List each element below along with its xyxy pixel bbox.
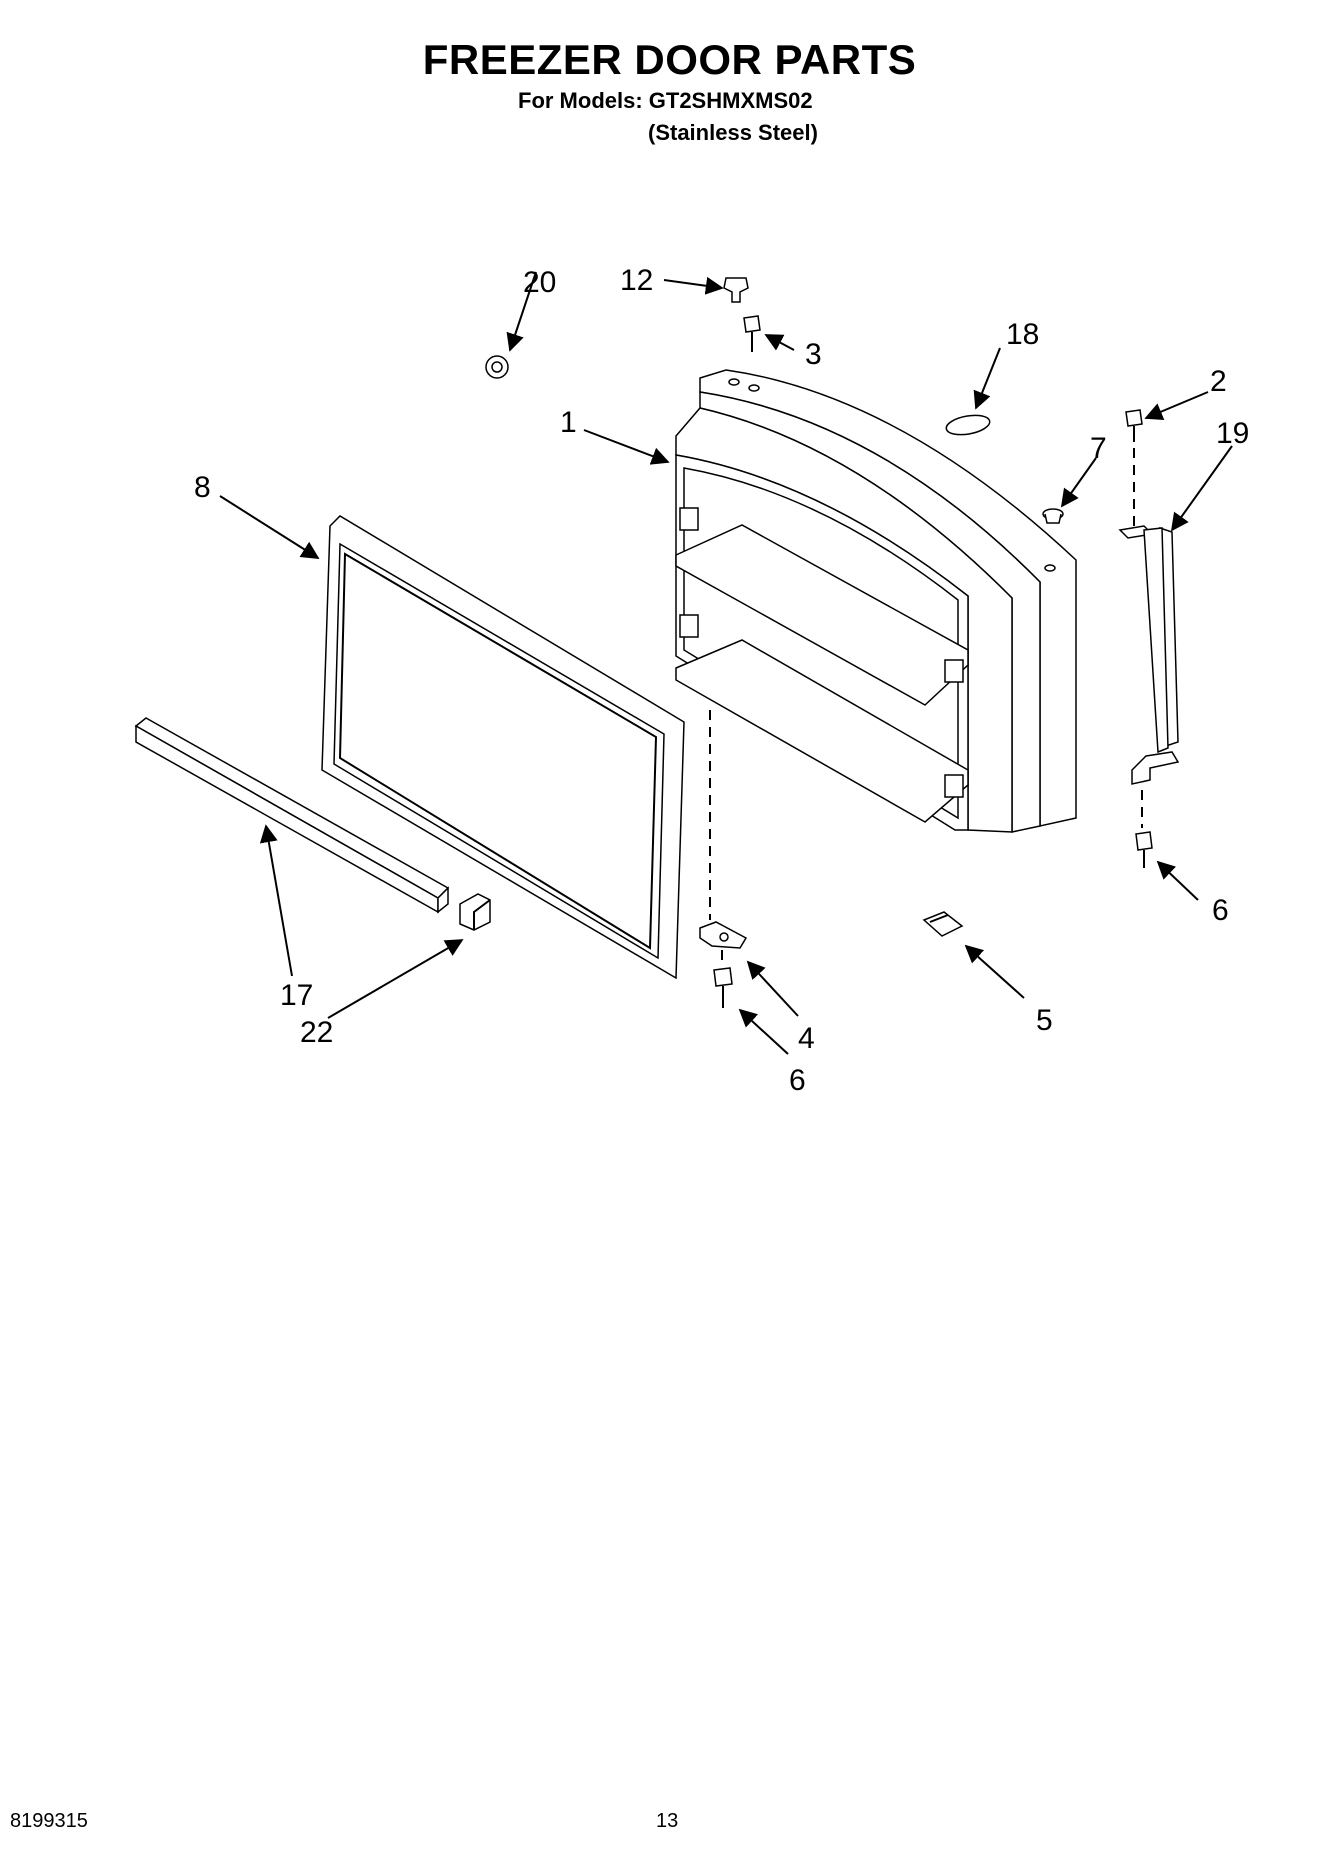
page-title: FREEZER DOOR PARTS xyxy=(422,36,917,83)
handle-button-part xyxy=(485,355,509,379)
callout-4: 4 xyxy=(798,1022,815,1055)
page-number: 13 xyxy=(656,1810,679,1832)
callout-20: 20 xyxy=(523,266,556,299)
handle-screw-bottom-part xyxy=(1135,831,1153,868)
callout-7: 7 xyxy=(1090,432,1107,465)
callout-12: 12 xyxy=(620,264,653,297)
hinge-cover-part xyxy=(922,911,964,937)
callout-17: 17 xyxy=(280,979,313,1012)
leader-lines xyxy=(219,271,1233,1055)
callout-2: 2 xyxy=(1210,365,1227,398)
callout-6-right: 6 xyxy=(1212,894,1229,927)
callout-19: 19 xyxy=(1216,417,1249,450)
callout-18: 18 xyxy=(1006,318,1039,351)
handle-screw-top-part xyxy=(1125,409,1143,442)
door-gasket-part xyxy=(321,515,685,980)
bottom-hinge-part xyxy=(699,921,748,949)
hinge-pin-part xyxy=(723,277,749,303)
door-liner-part xyxy=(675,369,1077,833)
callout-22: 22 xyxy=(300,1016,333,1049)
trim-strip-part xyxy=(134,717,450,914)
end-cap-part xyxy=(459,893,491,931)
hinge-screw-part xyxy=(743,315,761,352)
hinge-screw-bottom-part xyxy=(713,967,733,1008)
plug-button-part xyxy=(1042,508,1064,524)
models-line: For Models: GT2SHMXMS02 xyxy=(518,88,813,113)
variant-line: (Stainless Steel) xyxy=(648,120,818,145)
document-number: 8199315 xyxy=(10,1810,88,1832)
seal-ring-part xyxy=(945,414,991,436)
callout-6-bottom: 6 xyxy=(789,1064,806,1097)
callout-5: 5 xyxy=(1036,1004,1053,1037)
callout-1: 1 xyxy=(560,406,577,439)
callout-3: 3 xyxy=(805,338,822,371)
callout-8: 8 xyxy=(194,471,211,504)
door-handle-part xyxy=(1118,525,1180,785)
